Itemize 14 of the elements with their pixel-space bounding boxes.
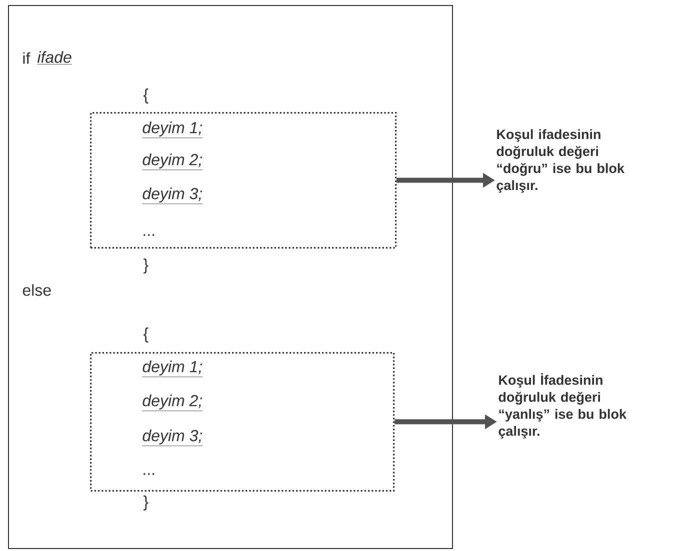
code-frame [8, 5, 453, 549]
node-label: deyim 1; [142, 122, 202, 136]
node-label: deyim 2; [142, 394, 202, 410]
node-label: deyim 2; [142, 154, 202, 168]
node-label: ... [144, 234, 154, 236]
node-label: deyim 3; [142, 430, 202, 444]
node-label: deyim 1; [142, 360, 202, 376]
note-text: Koşul ifadesinin doğruluk değeri “doğru” ise bu blok çalışır. [496, 129, 624, 193]
note-text: Koşul İfadesinin doğruluk değeri “yanlış” ise bu blok çalışır. [498, 373, 626, 439]
node-label: ... [144, 473, 154, 475]
code-text: else [22, 284, 51, 296]
node-label: deyim 3; [142, 188, 202, 202]
code-text: if [23, 52, 30, 64]
code-text: ifade [37, 51, 72, 64]
